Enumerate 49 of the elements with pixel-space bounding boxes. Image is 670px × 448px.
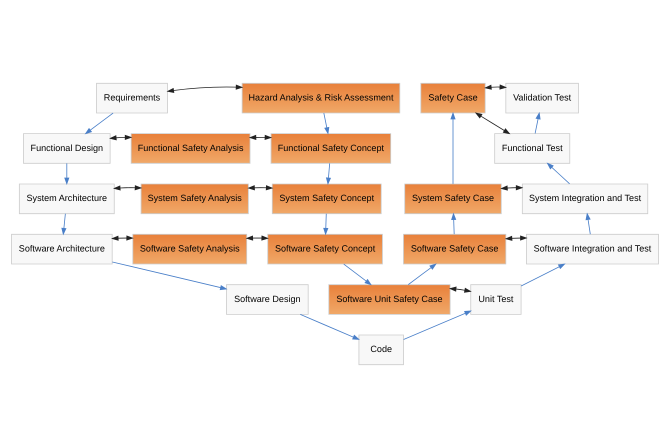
arrow [534,112,541,134]
node-box: System Safety Concept [272,184,382,214]
arrow [451,212,456,235]
arrow [166,84,244,94]
node-box: Hazard Analysis & Risk Assessment [242,82,400,114]
arrow [61,213,67,236]
arrow [474,112,510,134]
arrow [450,112,456,184]
node-box: Functional Design [23,133,111,164]
arrow [247,185,274,190]
arrow [408,263,437,286]
node-box: Software Integration and Test [526,234,659,264]
arrow [64,163,70,186]
node-box: Requirements [96,82,168,114]
node-box: System Integration and Test [522,184,648,214]
node-box: Functional Safety Analysis [130,133,250,164]
arrow [448,286,472,293]
node-box: Software Unit Safety Case [328,284,451,315]
arrow [248,134,272,140]
arrow [326,163,332,186]
arrow [300,314,360,340]
node-box: Software Safety Analysis [132,234,248,264]
arrow [113,185,142,191]
arrow [112,262,228,290]
node-box: Functional Safety Concept [270,133,392,164]
arrow [520,264,566,286]
node-box: Safety Case [420,82,486,114]
node-box: System Architecture [18,184,115,214]
arrow [403,310,472,340]
arrow [586,212,591,235]
arrow [343,264,372,286]
node-box: Code [358,334,404,366]
node-box: Validation Test [505,82,579,114]
node-box: Unit Test [470,284,522,315]
node-box: System Safety Case [404,184,502,214]
arrow [84,112,114,134]
arrow [111,235,134,241]
arrow [323,112,330,135]
arrow [109,134,132,140]
node-box: Software Safety Case [403,234,506,264]
node-box: Software Architecture [11,234,113,264]
arrow [323,213,328,236]
arrow [546,162,570,184]
node-box: Functional Test [494,133,570,164]
arrow [246,235,269,241]
arrow [484,84,508,90]
node-box: Software Design [226,284,309,315]
node-box: Software Safety Concept [267,234,383,264]
node-box: System Safety Analysis [140,184,249,214]
